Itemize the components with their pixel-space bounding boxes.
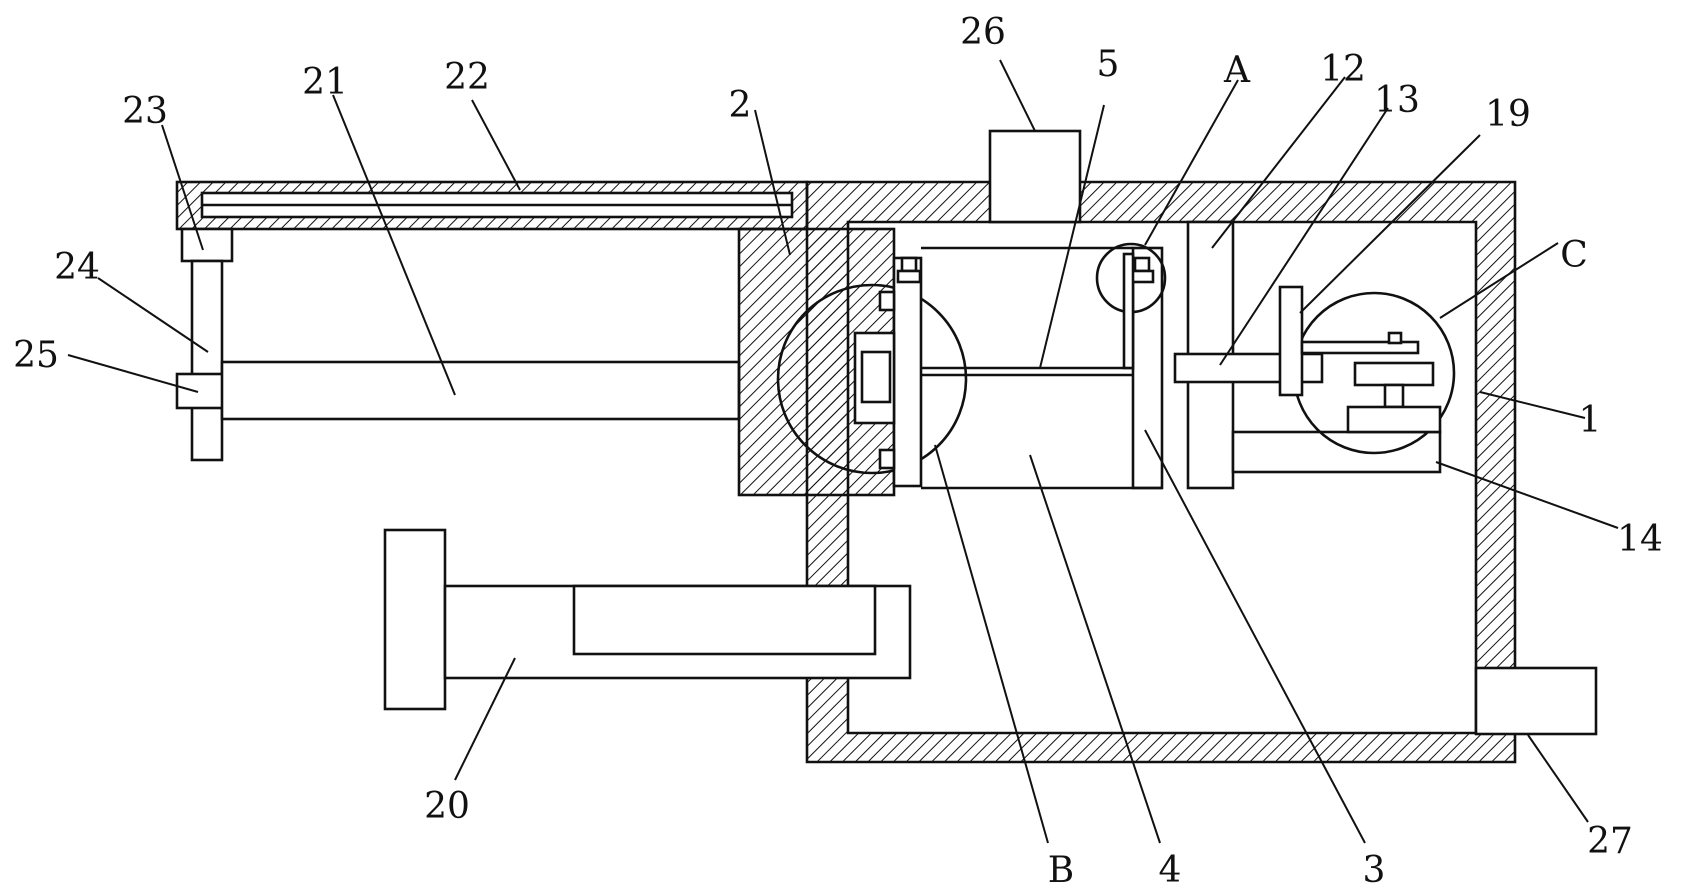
leader-C <box>1439 242 1559 319</box>
label-B: B <box>1048 850 1074 891</box>
a-bolt-nut <box>1129 269 1155 284</box>
label-12: 12 <box>1320 49 1366 90</box>
leader-B <box>934 444 1049 844</box>
label-3: 3 <box>1363 850 1386 891</box>
leader-5 <box>1039 104 1105 369</box>
leader-4 <box>1029 454 1161 844</box>
b-mount-plate <box>892 256 923 488</box>
label-14: 14 <box>1617 519 1663 560</box>
c-vertical-blade <box>1278 285 1304 397</box>
leader-27 <box>1527 734 1589 823</box>
label-1: 1 <box>1579 400 1602 441</box>
leader-13 <box>1219 107 1389 366</box>
a-post <box>1122 252 1135 370</box>
label-26: 26 <box>960 12 1006 53</box>
leader-19 <box>1299 134 1481 314</box>
leader-25 <box>67 354 199 393</box>
label-5: 5 <box>1097 44 1120 85</box>
label-24: 24 <box>54 247 100 288</box>
leader-A <box>1144 79 1239 246</box>
c-arm-upper <box>1300 340 1420 355</box>
b-inner-block <box>860 350 892 404</box>
c-shaft <box>1383 383 1405 409</box>
a-bolt-head <box>1133 256 1151 273</box>
leader-26 <box>999 59 1036 132</box>
b-pin-bottom <box>878 448 896 470</box>
leader-3 <box>1144 429 1366 844</box>
label-13: 13 <box>1374 80 1420 121</box>
b-bolt-nut <box>896 269 922 284</box>
leader-2 <box>754 109 791 256</box>
b-pin-top <box>878 290 896 312</box>
c-motor-base <box>1346 405 1442 434</box>
lower-piston <box>572 584 877 656</box>
leader-1 <box>1479 391 1586 419</box>
hanger-block <box>180 227 234 263</box>
top-box <box>988 129 1082 224</box>
label-27: 27 <box>1587 821 1633 862</box>
leader-23 <box>161 124 204 251</box>
leader-14 <box>1435 461 1619 529</box>
label-20: 20 <box>424 786 470 827</box>
label-2: 2 <box>729 85 752 126</box>
leader-12 <box>1211 76 1346 249</box>
lower-end-plate <box>383 528 447 711</box>
c-cap <box>1387 331 1403 345</box>
label-25: 25 <box>13 335 59 376</box>
label-22: 22 <box>444 57 490 98</box>
label-4: 4 <box>1159 850 1182 891</box>
leader-21 <box>332 94 456 396</box>
leader-20 <box>454 657 516 781</box>
vertical-rod <box>190 259 224 462</box>
leader-22 <box>471 99 521 191</box>
label-21: 21 <box>302 62 348 103</box>
label-23: 23 <box>122 91 168 132</box>
detail-circle-b <box>776 283 968 475</box>
support-plate <box>1231 430 1442 474</box>
c-pulley <box>1353 361 1435 387</box>
label-19: 19 <box>1485 94 1531 135</box>
b-bolt-head <box>900 256 918 273</box>
horizontal-arm <box>220 360 741 421</box>
outlet-pipe <box>1474 666 1598 736</box>
label-C: C <box>1560 235 1588 276</box>
leader-24 <box>97 277 209 353</box>
label-A: A <box>1223 50 1251 91</box>
